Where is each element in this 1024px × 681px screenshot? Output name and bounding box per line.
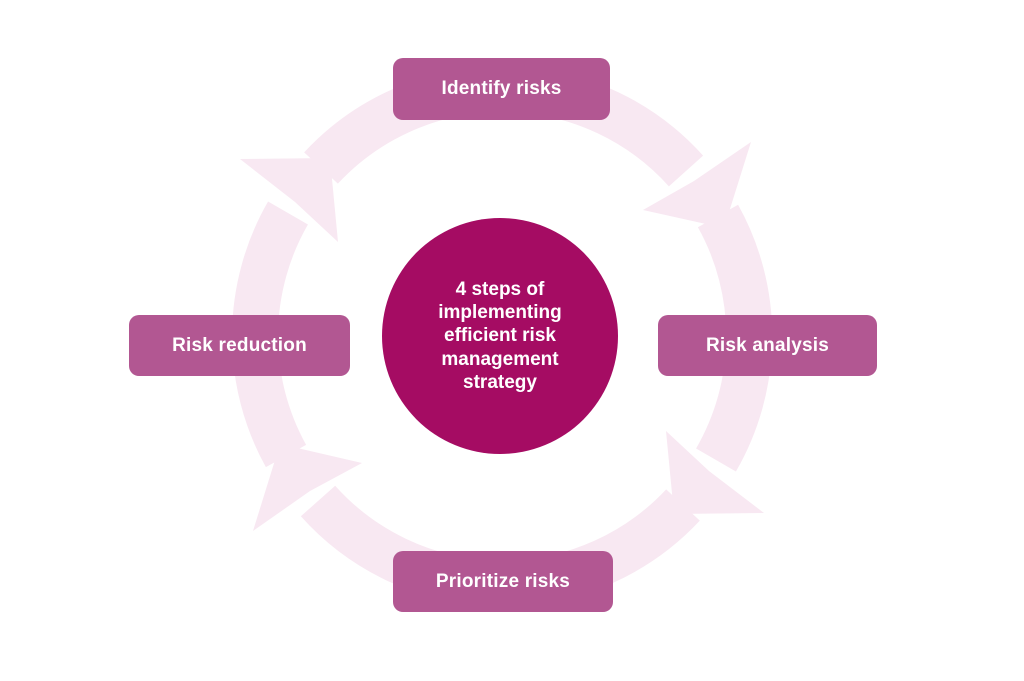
cycle-arrowhead-bottom-right <box>666 431 764 514</box>
step-label-identify-risks: Identify risks <box>441 78 562 99</box>
step-box-identify-risks: Identify risks <box>393 58 610 120</box>
step-label-risk-analysis: Risk analysis <box>705 334 829 356</box>
step-label-risk-reduction: Risk reduction <box>172 334 307 356</box>
step-box-risk-reduction: Risk reduction <box>129 315 350 376</box>
cycle-arrowhead-top-left <box>240 158 338 242</box>
center-circle: 4 steps of implementing efficient risk m… <box>382 218 618 454</box>
cycle-arrowhead-bottom-left <box>253 444 362 531</box>
step-label-prioritize-risks: Prioritize risks <box>435 570 571 592</box>
step-box-prioritize-risks: Prioritize risks <box>393 551 613 612</box>
cycle-arrowhead-top-right <box>643 142 751 228</box>
center-circle-label: 4 steps of implementing efficient risk m… <box>438 279 562 393</box>
step-box-risk-analysis: Risk analysis <box>658 315 877 376</box>
